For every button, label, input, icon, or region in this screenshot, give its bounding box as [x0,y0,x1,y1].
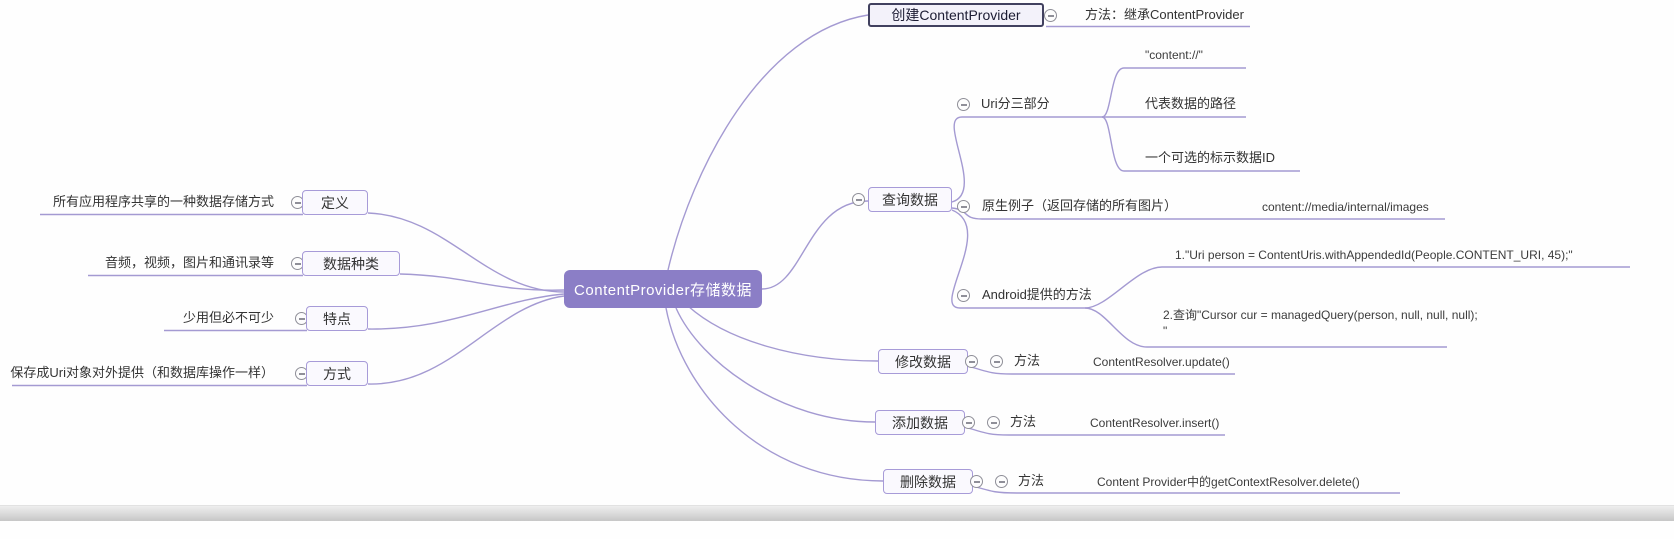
topic-delete-data[interactable]: 删除数据 [883,469,973,494]
collapse-icon-delete[interactable] [970,475,983,488]
topic-insert-data[interactable]: 添加数据 [875,410,965,435]
leaf-update-method-value[interactable]: ContentResolver.update() [1093,355,1230,369]
leaf-uri-part3[interactable]: 一个可选的标示数据ID [1145,150,1276,165]
leaf-update-method-label[interactable]: 方法 [1014,353,1041,368]
topic-query-data[interactable]: 查询数据 [868,187,952,212]
leaf-definition-detail[interactable]: 所有应用程序共享的一种数据存储方式 [52,194,274,209]
collapse-icon-insert[interactable] [962,416,975,429]
collapse-icon-update[interactable] [965,355,978,368]
collapse-icon-query[interactable] [852,193,865,206]
collapse-icon-insert-method[interactable] [987,416,1000,429]
leaf-android-code1[interactable]: 1."Uri person = ContentUris.withAppended… [1175,248,1573,262]
horizontal-scrollbar[interactable] [0,505,1674,521]
root-topic[interactable]: ContentProvider存储数据 [564,270,762,308]
leaf-insert-method-value[interactable]: ContentResolver.insert() [1090,416,1220,430]
collapse-icon-update-method[interactable] [990,355,1003,368]
collapse-icon-delete-method[interactable] [995,475,1008,488]
leaf-delete-method-value[interactable]: Content Provider中的getContextResolver.del… [1097,475,1360,489]
leaf-uri-three-parts[interactable]: Uri分三部分 [981,96,1050,111]
leaf-uri-part1[interactable]: "content://" [1145,48,1203,62]
leaf-insert-method-label[interactable]: 方法 [1010,414,1037,429]
leaf-data-types-detail[interactable]: 音频，视频，图片和通讯录等 [104,255,274,270]
collapse-icon-uri[interactable] [957,98,970,111]
leaf-android-methods[interactable]: Android提供的方法 [982,287,1092,302]
leaf-features-detail[interactable]: 少用但必不可少 [182,310,274,325]
topic-update-data[interactable]: 修改数据 [878,349,968,374]
topic-create-contentprovider[interactable]: 创建ContentProvider [868,3,1044,27]
leaf-android-code2[interactable]: 2.查询"Cursor cur = managedQuery(person, n… [1163,308,1478,338]
topic-method[interactable]: 方式 [306,361,368,386]
collapse-icon-android-methods[interactable] [957,289,970,302]
leaf-uri-part2[interactable]: 代表数据的路径 [1145,96,1237,111]
collapse-icon-create[interactable] [1044,9,1057,22]
topic-data-types[interactable]: 数据种类 [302,251,400,276]
leaf-method-detail[interactable]: 保存成Uri对象对外提供（和数据库操作一样） [10,365,274,380]
topic-definition[interactable]: 定义 [302,190,368,215]
collapse-icon-example[interactable] [957,200,970,213]
leaf-native-example-value[interactable]: content://media/internal/images [1262,200,1429,214]
leaf-native-example[interactable]: 原生例子（返回存储的所有图片） [982,198,1178,213]
leaf-delete-method-label[interactable]: 方法 [1018,473,1045,488]
topic-features[interactable]: 特点 [306,306,368,331]
leaf-create-method[interactable]: 方法：继承ContentProvider [1085,7,1244,22]
